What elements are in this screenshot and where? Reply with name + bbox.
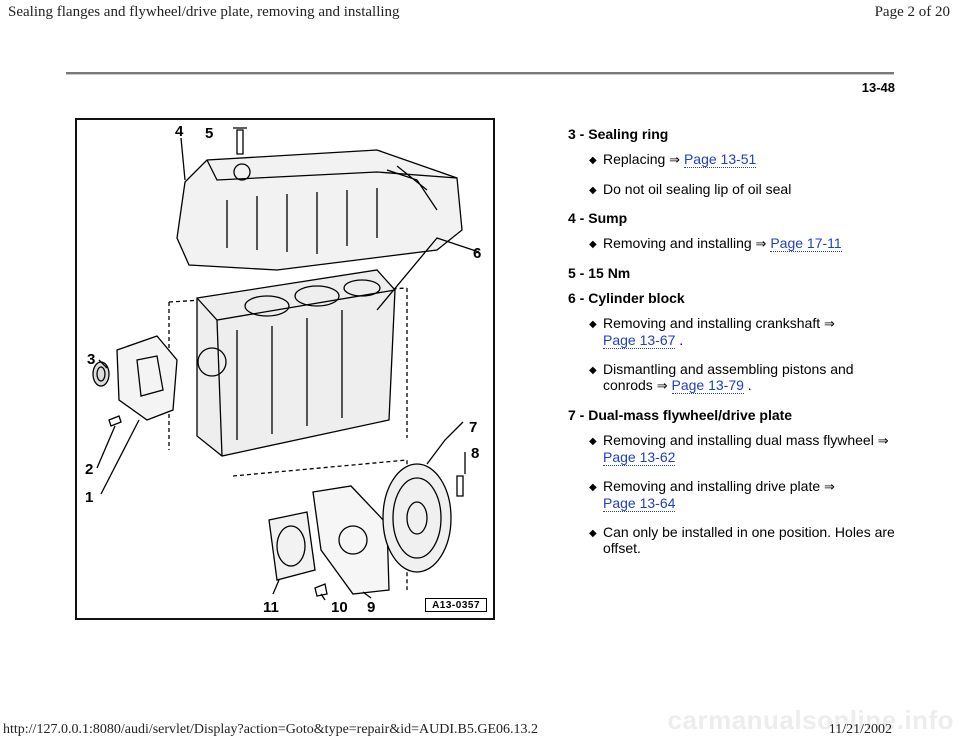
legend-item-torque: 5 - 15 Nm bbox=[568, 265, 898, 281]
header-rule bbox=[66, 72, 894, 75]
exploded-view-figure: 4 5 6 3 2 1 7 8 9 10 11 A13-0357 bbox=[75, 118, 495, 620]
page-link[interactable]: Page 13-67 bbox=[603, 332, 676, 349]
diamond-bullet-icon: ◆ bbox=[589, 239, 597, 250]
legend-item-sump: 4 - Sump ◆ Removing and installing ⇒ Pag… bbox=[568, 210, 898, 252]
bullet: ◆ Do not oil sealing lip of oil seal bbox=[589, 181, 792, 197]
figure-callout-6: 6 bbox=[473, 245, 481, 262]
arrow-right-icon: ⇒ bbox=[656, 378, 668, 393]
bullet: ◆ Removing and installing dual mass flyw… bbox=[589, 432, 889, 466]
figure-callout-10: 10 bbox=[331, 599, 348, 616]
document-title: Sealing flanges and flywheel/drive plate… bbox=[8, 4, 400, 20]
page-link[interactable]: Page 13-62 bbox=[603, 449, 676, 466]
figure-callout-5: 5 bbox=[205, 125, 213, 142]
bullet: ◆ Removing and installing crankshaft ⇒ P… bbox=[589, 315, 835, 349]
page-link[interactable]: Page 13-64 bbox=[603, 495, 676, 512]
diamond-bullet-icon: ◆ bbox=[589, 528, 597, 539]
engine-illustration: 4 5 6 3 2 1 7 8 9 10 11 bbox=[85, 123, 481, 616]
legend-item-title: 5 - 15 Nm bbox=[568, 265, 631, 281]
legend-item-sealing-ring: 3 - Sealing ring ◆ Replacing ⇒ Page 13-5… bbox=[568, 126, 898, 197]
page-number: 13-48 bbox=[861, 80, 895, 95]
footer-url: http://127.0.0.1:8080/audi/servlet/Displ… bbox=[3, 722, 538, 737]
legend-item-title: 4 - Sump bbox=[568, 210, 628, 226]
diamond-bullet-icon: ◆ bbox=[589, 185, 597, 196]
page-link[interactable]: Page 13-51 bbox=[683, 151, 757, 168]
footer-date: 11/21/2002 bbox=[828, 722, 892, 737]
diamond-bullet-icon: ◆ bbox=[589, 365, 597, 376]
diamond-bullet-icon: ◆ bbox=[589, 482, 597, 493]
parts-legend: 3 - Sealing ring ◆ Replacing ⇒ Page 13-5… bbox=[568, 126, 898, 569]
arrow-right-icon: ⇒ bbox=[824, 316, 835, 331]
legend-item-cylinder-block: 6 - Cylinder block ◆ Removing and instal… bbox=[568, 290, 898, 394]
figure-code: A13-0357 bbox=[425, 598, 487, 612]
figure-callout-9: 9 bbox=[367, 599, 375, 616]
page-link[interactable]: Page 13-79 bbox=[671, 377, 744, 394]
legend-item-title: 6 - Cylinder block bbox=[568, 290, 685, 306]
bullet: ◆ Removing and installing drive plate ⇒ … bbox=[589, 478, 835, 512]
legend-item-title: 3 - Sealing ring bbox=[568, 126, 669, 142]
diamond-bullet-icon: ◆ bbox=[589, 319, 597, 330]
arrow-right-icon: ⇒ bbox=[877, 433, 889, 448]
bullet: ◆ Replacing ⇒ Page 13-51 bbox=[589, 151, 757, 168]
figure-callout-8: 8 bbox=[471, 445, 479, 462]
figure-callout-11: 11 bbox=[263, 599, 279, 616]
page-link[interactable]: Page 17-11 bbox=[770, 235, 842, 252]
page-indicator: Page 2 of 20 bbox=[874, 4, 950, 20]
site-watermark: carmanualsonline.info bbox=[667, 705, 954, 735]
figure-callout-7: 7 bbox=[469, 419, 477, 436]
bullet: ◆ Removing and installing ⇒ Page 17-11 bbox=[589, 235, 842, 252]
arrow-right-icon: ⇒ bbox=[755, 236, 767, 251]
figure-callout-3: 3 bbox=[87, 351, 95, 368]
bullet: ◆ Dismantling and assembling pistons and… bbox=[589, 361, 854, 394]
diamond-bullet-icon: ◆ bbox=[589, 155, 597, 166]
legend-item-flywheel: 7 - Dual-mass flywheel/drive plate ◆ Rem… bbox=[568, 407, 898, 556]
figure-callout-4: 4 bbox=[175, 123, 184, 140]
legend-item-title: 7 - Dual-mass flywheel/drive plate bbox=[568, 407, 793, 423]
arrow-right-icon: ⇒ bbox=[824, 479, 835, 494]
figure-callout-1: 1 bbox=[85, 489, 93, 506]
figure-callout-2: 2 bbox=[85, 461, 93, 478]
bullet: ◆ Can only be installed in one position.… bbox=[589, 524, 895, 556]
diamond-bullet-icon: ◆ bbox=[589, 436, 597, 447]
arrow-right-icon: ⇒ bbox=[669, 152, 681, 167]
